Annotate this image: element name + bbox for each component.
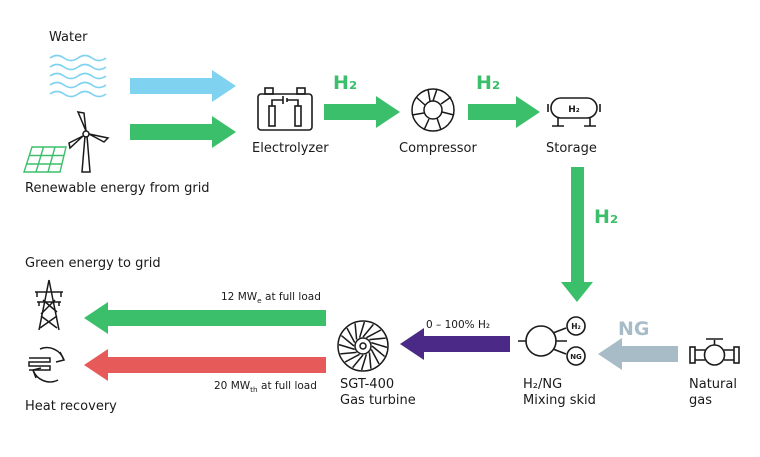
turbine-blade bbox=[368, 352, 372, 369]
turbine-label-line1: SGT-400 bbox=[340, 377, 395, 392]
electrolyzer-icon bbox=[257, 87, 313, 131]
h2-arrow-to-mixing bbox=[561, 167, 593, 302]
mixing-label-line1: H₂/NG bbox=[523, 377, 563, 392]
turbine-label: SGT-400 Gas turbine bbox=[340, 377, 416, 409]
turbine-blade bbox=[354, 323, 358, 340]
renewable-flow-arrow bbox=[130, 116, 236, 148]
mixing-skid-label: H₂/NG Mixing skid bbox=[523, 377, 596, 409]
turbine-blade bbox=[338, 343, 355, 351]
h2-arrow-to-storage bbox=[468, 96, 540, 128]
power-output-label: 12 MWe at full load bbox=[221, 291, 321, 305]
turbine-blade bbox=[360, 354, 368, 371]
compressor-label: Compressor bbox=[399, 141, 477, 156]
ng-flow-arrow bbox=[598, 338, 678, 370]
green-energy-arrow bbox=[84, 302, 326, 334]
power-pylon-icon bbox=[35, 279, 63, 331]
natural-label-line1: Natural bbox=[689, 377, 737, 392]
turbine-blade bbox=[358, 321, 366, 338]
mixing-badge-ng: NG bbox=[570, 353, 582, 361]
turbine-blade bbox=[366, 329, 382, 339]
turbine-blade bbox=[370, 349, 380, 365]
power-output-value: 12 MW bbox=[221, 291, 258, 303]
mixing-badge-h2: H₂ bbox=[571, 322, 581, 331]
turbine-blade bbox=[346, 327, 356, 343]
turbine-blade bbox=[371, 341, 388, 349]
turbine-blade bbox=[369, 337, 386, 341]
compressor-icon bbox=[411, 88, 455, 132]
wind-turbine-icon bbox=[68, 111, 110, 173]
h2-label-electrolyzer: H₂ bbox=[333, 72, 358, 94]
water-label: Water bbox=[49, 30, 88, 45]
heat-output-value: 20 MW bbox=[214, 380, 251, 392]
turbine-blade bbox=[340, 351, 357, 355]
green-energy-label: Green energy to grid bbox=[25, 256, 161, 271]
storage-label: Storage bbox=[546, 141, 597, 156]
electrolyzer-label: Electrolyzer bbox=[252, 141, 329, 156]
heat-recovery-label: Heat recovery bbox=[25, 399, 117, 414]
gas-turbine-icon bbox=[337, 320, 389, 372]
mixing-label-line2: Mixing skid bbox=[523, 393, 596, 408]
storage-tank-icon bbox=[547, 97, 601, 127]
natural-label-line2: gas bbox=[689, 393, 712, 408]
h2-arrow-to-compressor bbox=[324, 96, 400, 128]
storage-icon-label: H₂ bbox=[568, 105, 580, 115]
water-waves-icon bbox=[49, 54, 107, 98]
renewable-label: Renewable energy from grid bbox=[25, 181, 210, 196]
heat-output-unit-sub: th bbox=[250, 385, 258, 394]
turbine-label-line2: Gas turbine bbox=[340, 393, 416, 408]
turbine-blade bbox=[352, 354, 364, 369]
ng-flow-label: NG bbox=[618, 318, 650, 340]
heat-output-label: 20 MWth at full load bbox=[214, 380, 317, 394]
h2-label-storage: H₂ bbox=[594, 206, 619, 228]
gas-valve-icon bbox=[689, 338, 740, 366]
water-flow-arrow bbox=[130, 70, 236, 102]
mixing-skid-icon bbox=[518, 316, 586, 366]
turbine-blade bbox=[362, 323, 374, 338]
turbine-blade bbox=[371, 345, 386, 357]
natural-gas-label: Natural gas bbox=[689, 377, 737, 409]
turbine-blade bbox=[340, 335, 355, 347]
power-output-suffix: at full load bbox=[261, 291, 321, 303]
heat-recovery-icon bbox=[28, 346, 66, 383]
power-output-unit-sub: e bbox=[257, 296, 262, 305]
wind-solar-icon bbox=[23, 111, 110, 173]
mix-range-label: 0 – 100% H₂ bbox=[426, 319, 491, 331]
solar-panel-icon bbox=[23, 146, 67, 173]
mix-to-turbine-arrow bbox=[400, 328, 510, 360]
h2-label-compressor: H₂ bbox=[476, 72, 501, 94]
turbine-blade bbox=[344, 353, 360, 363]
heat-output-suffix: at full load bbox=[257, 380, 317, 392]
heat-arrow bbox=[84, 349, 326, 381]
